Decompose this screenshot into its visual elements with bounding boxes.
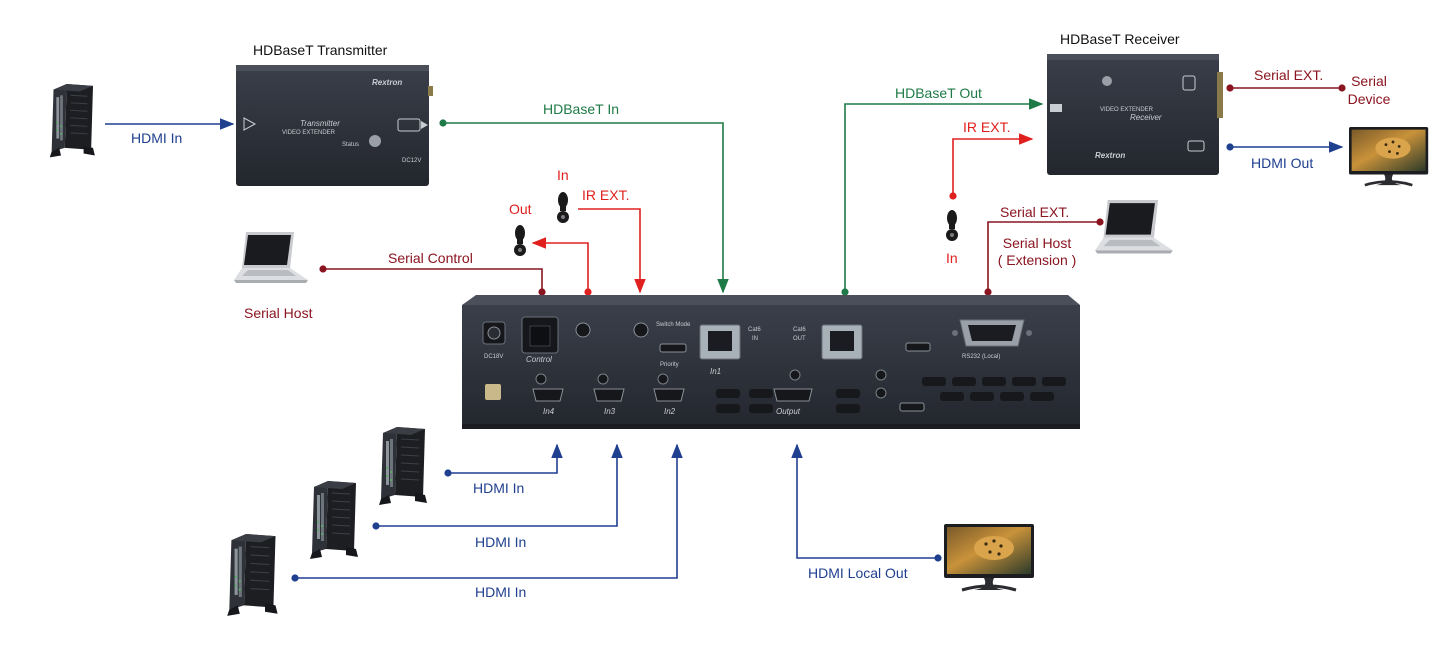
wire-hdbaset-in	[439, 119, 729, 294]
ir-sensor-icon	[946, 210, 958, 241]
wire-ir-out-main	[531, 237, 592, 296]
pc-tower-icon	[378, 426, 428, 506]
wire-hdmi-in-4	[444, 443, 563, 477]
tx-status: Status	[342, 142, 359, 148]
wire-hdbaset-out	[841, 98, 1044, 296]
diagram-labels: HDMI In HDBaseT In HDBaseT Out Serial EX…	[131, 67, 1391, 600]
label-hdmi-in-1: HDMI In	[473, 480, 524, 496]
wire-serial-host-ext	[984, 218, 1104, 296]
label-hdmi-in-2: HDMI In	[475, 534, 526, 550]
ir-sensor-icon	[557, 192, 569, 223]
label-serial-host-ext-1: Serial Host	[1003, 235, 1072, 251]
laptop-icon	[1095, 200, 1173, 254]
label-ir-in-right: In	[946, 250, 958, 266]
pc-tower-icon	[226, 533, 279, 617]
tx-face-line2: VIDEO EXTENDER	[282, 130, 336, 136]
main-in1: In1	[710, 367, 721, 376]
main-switch-unit: DC18V Control In4 In3 In2 Output Switch …	[462, 295, 1080, 429]
label-hdbaset-in: HDBaseT In	[543, 101, 619, 117]
receiver-title: HDBaseT Receiver	[1060, 31, 1180, 47]
main-cat-in: Cat6	[748, 327, 761, 333]
tx-dc: DC12V	[402, 158, 421, 164]
main-cat-in-sub: IN	[752, 336, 758, 342]
wire-hdmi-local-out	[791, 443, 942, 562]
rx-face-line2: VIDEO EXTENDER	[1100, 107, 1154, 113]
main-cat-out: Cat6	[793, 327, 806, 333]
label-serial-ext-right: Serial EXT.	[1000, 204, 1069, 220]
laptop-icon	[234, 232, 308, 283]
main-output: Output	[776, 407, 801, 416]
transmitter-title: HDBaseT Transmitter	[253, 42, 388, 58]
label-serial-host: Serial Host	[244, 305, 313, 321]
hdbaset-receiver: Rextron Receiver VIDEO EXTENDER	[1047, 54, 1223, 175]
label-hdmi-in-3: HDMI In	[475, 584, 526, 600]
label-serial-device-2: Device	[1348, 91, 1391, 107]
label-serial-ext-rx: Serial EXT.	[1254, 67, 1323, 83]
main-in2: In2	[664, 407, 676, 416]
wire-hdmi-in-2	[291, 443, 683, 582]
tx-face-line1: Transmitter	[300, 119, 340, 128]
label-hdmi-out-rx: HDMI Out	[1251, 155, 1313, 171]
tx-brand: Rextron	[372, 78, 402, 87]
wire-ir-ext-main	[578, 208, 646, 294]
pc-tower-icon	[49, 83, 96, 158]
main-control: Control	[526, 355, 552, 364]
rx-brand: Rextron	[1095, 151, 1125, 160]
main-in3: In3	[604, 407, 616, 416]
label-ir-ext-rx: IR EXT.	[963, 119, 1010, 135]
pc-tower-icon	[309, 480, 359, 560]
label-serial-host-ext-2: ( Extension )	[998, 252, 1077, 268]
label-ir-ext-main: IR EXT.	[582, 187, 629, 203]
rx-face-line1: Receiver	[1130, 113, 1162, 122]
monitor-icon	[942, 522, 1036, 592]
main-priority: Priority	[660, 362, 679, 368]
connection-wires	[105, 84, 1346, 582]
label-serial-control: Serial Control	[388, 250, 473, 266]
main-cat-out-sub: OUT	[793, 336, 806, 342]
wire-ir-ext-rx	[949, 133, 1034, 200]
label-ir-out-main: Out	[509, 201, 532, 217]
label-serial-device-1: Serial	[1351, 73, 1387, 89]
main-switch-mode: Switch Mode	[656, 322, 691, 328]
main-rs232: RS232 (Local)	[962, 354, 1000, 360]
ir-sensor-icon	[514, 225, 526, 256]
hdbaset-transmitter: Rextron Transmitter VIDEO EXTENDER Statu…	[236, 65, 433, 186]
label-hdmi-in-tx: HDMI In	[131, 130, 182, 146]
main-dc: DC18V	[484, 354, 503, 360]
label-hdbaset-out: HDBaseT Out	[895, 85, 982, 101]
monitor-icon	[1347, 125, 1430, 187]
main-in4: In4	[543, 407, 555, 416]
wire-serial-control	[319, 265, 546, 296]
label-hdmi-local-out: HDMI Local Out	[808, 565, 908, 581]
label-ir-in-main: In	[557, 167, 569, 183]
